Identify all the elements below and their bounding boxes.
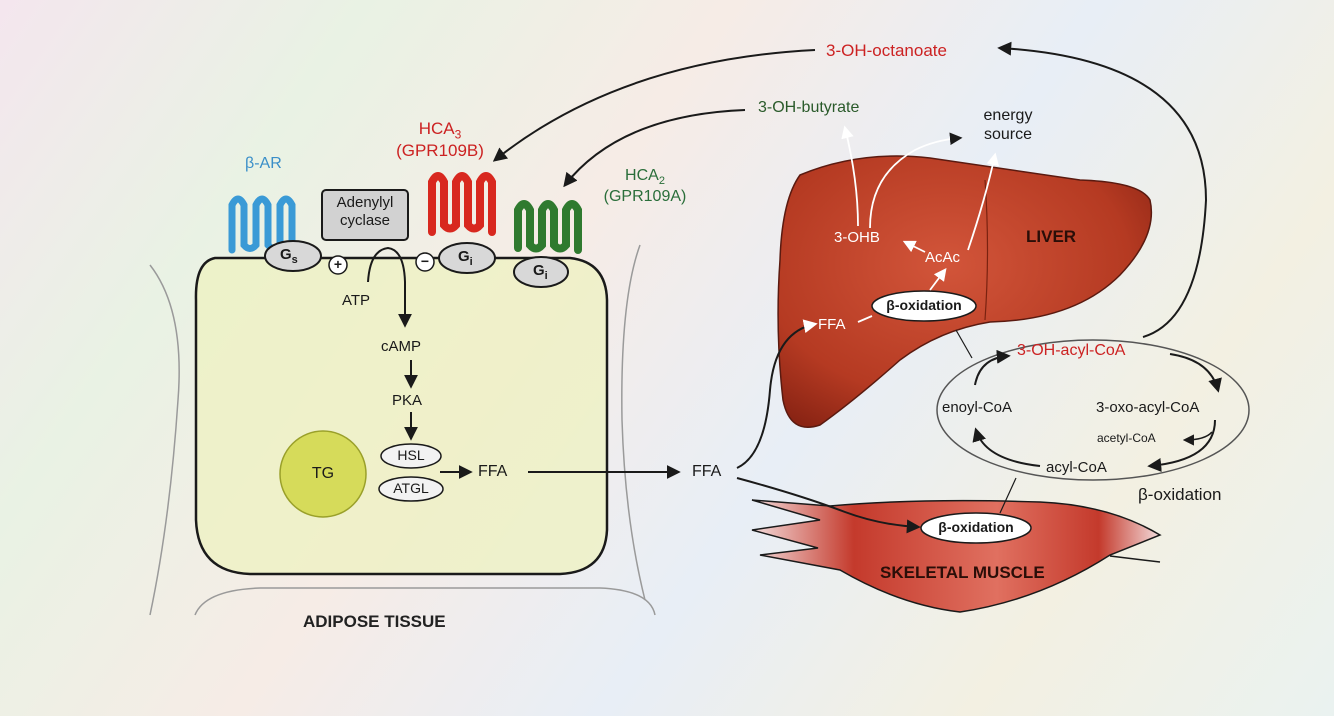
hca2-receptor-shape <box>514 200 582 254</box>
cycle-acetyl-label: acetyl-CoA <box>1097 431 1156 445</box>
acac-label: AcAc <box>925 249 961 266</box>
ffa-liver-label: FFA <box>818 316 846 333</box>
gi-label-hca2: Gi <box>533 263 548 282</box>
beta-oxidation-liver-label: β-oxidation <box>886 297 962 313</box>
energy-source-line-2: source <box>983 126 1033 143</box>
cycle-arrow-oh-to-oxo <box>1169 353 1222 393</box>
tg-droplet <box>279 430 367 518</box>
gi-g-hca3: G <box>458 248 470 265</box>
muscle-cycle-connector <box>999 477 1017 514</box>
hca3-receptor-shape <box>428 172 496 236</box>
beta-oxidation-liver-ellipse <box>871 290 977 322</box>
hca2-alias: (GPR109A) <box>603 188 687 206</box>
minus-sign: − <box>420 253 430 269</box>
beta-ar-label: β-AR <box>245 155 282 172</box>
gi-i-hca3: i <box>469 256 473 268</box>
hsl-label: HSL <box>397 447 425 463</box>
beta-oxidation-cycle-ellipse <box>936 339 1250 481</box>
acac-to-ohb-arrow <box>902 240 926 253</box>
butyrate-arrow <box>563 109 746 188</box>
hsl-ellipse <box>380 443 442 469</box>
octanoate-arrow <box>492 49 816 162</box>
hca3-label: HCA3 (GPR109B) <box>380 120 500 159</box>
beta-ar-receptor-shape <box>228 195 296 254</box>
gi-label-hca3: Gi <box>458 249 473 268</box>
cycle-oxo-label: 3-oxo-acyl-CoA <box>1096 399 1200 416</box>
ffa-blood-label: FFA <box>692 463 722 480</box>
ohb-to-butyrate-arrow <box>841 125 859 227</box>
octanoate-label: 3-OH-octanoate <box>826 41 947 60</box>
adipose-tissue-label: ADIPOSE TISSUE <box>303 612 446 631</box>
liver-shape <box>777 155 1153 428</box>
hca3-alias: (GPR109B) <box>396 141 484 161</box>
acac-to-energy-arrow <box>967 152 999 251</box>
adipose-outer-left <box>149 264 180 616</box>
cycle-enoyl-label: enoyl-CoA <box>942 399 1013 416</box>
skeletal-muscle-label: SKELETAL MUSCLE <box>880 563 1045 582</box>
gi-g-hca2: G <box>533 262 545 279</box>
adenylyl-cyclase-box <box>321 189 409 241</box>
ffa-adipose-label: FFA <box>478 463 508 480</box>
cycle-title-label: β-oxidation <box>1138 485 1222 504</box>
cycle-arrow-to-acetyl <box>1182 431 1213 446</box>
gs-protein <box>264 240 322 272</box>
hca2-sub: 2 <box>658 175 665 188</box>
ffa-to-betaox-line <box>857 315 873 323</box>
ohb-to-energy-arrow <box>869 132 963 229</box>
atp-to-cyclase-arrow <box>367 246 412 328</box>
adipose-outer-right <box>621 244 646 601</box>
plus-sign: + <box>333 256 343 272</box>
liver-label: LIVER <box>1026 227 1077 246</box>
minus-circle <box>415 252 435 272</box>
energy-source-label: energy source <box>968 108 1048 143</box>
cycle-arrow-oxo-to-acyl <box>1147 419 1216 472</box>
ohb-label: 3-OHB <box>834 229 880 246</box>
skeletal-muscle-shape <box>751 499 1162 613</box>
cycle-arrow-enoyl-to-oh <box>974 349 1011 386</box>
camp-label: cAMP <box>381 338 422 355</box>
hca2-label: HCA2 (GPR109A) <box>585 168 705 205</box>
pka-label: PKA <box>392 392 423 409</box>
cycle-arrow-acyl-to-enoyl <box>972 427 1041 467</box>
hca3-name: HCA <box>418 119 455 138</box>
muscle-fibre-line <box>1109 555 1161 563</box>
beta-oxidation-muscle-label: β-oxidation <box>938 519 1014 535</box>
ffa-into-liver-arrow <box>736 319 818 469</box>
adenylyl-line-1: Adenylyl <box>336 194 394 211</box>
hca3-sub: 3 <box>454 127 462 142</box>
gs-s: s <box>291 254 298 266</box>
atgl-label: ATGL <box>393 480 429 496</box>
liver-lobe-divider <box>984 179 989 321</box>
cycle-acyl-label: acyl-CoA <box>1046 459 1107 476</box>
hca2-name: HCA <box>625 167 659 184</box>
gi-protein-hca3 <box>438 242 496 274</box>
gi-protein-hca2 <box>513 256 569 288</box>
ffa-into-muscle-arrow <box>736 477 921 534</box>
adipose-outer-bottom <box>194 587 656 616</box>
liver-cycle-connector <box>955 329 973 359</box>
adenylyl-cyclase-label: Adenylyl cyclase <box>322 195 408 228</box>
betaox-to-acac-arrow <box>929 267 947 291</box>
atgl-ellipse <box>378 476 444 502</box>
cycle-oh-acyl-label: 3-OH-acyl-CoA <box>1017 342 1126 359</box>
plus-circle <box>328 255 348 275</box>
beta-oxidation-muscle-ellipse <box>920 512 1032 544</box>
liver-to-octanoate-arrow <box>997 41 1208 338</box>
adipocyte-cell <box>194 256 609 576</box>
atp-label: ATP <box>342 292 371 309</box>
gs-g: G <box>280 246 292 263</box>
gi-i-hca2: i <box>544 270 548 282</box>
tg-label: TG <box>311 465 335 482</box>
energy-source-line-1: energy <box>983 107 1033 124</box>
adenylyl-line-2: cyclase <box>339 212 391 229</box>
gs-label: Gs <box>280 247 298 266</box>
butyrate-label: 3-OH-butyrate <box>758 99 860 116</box>
